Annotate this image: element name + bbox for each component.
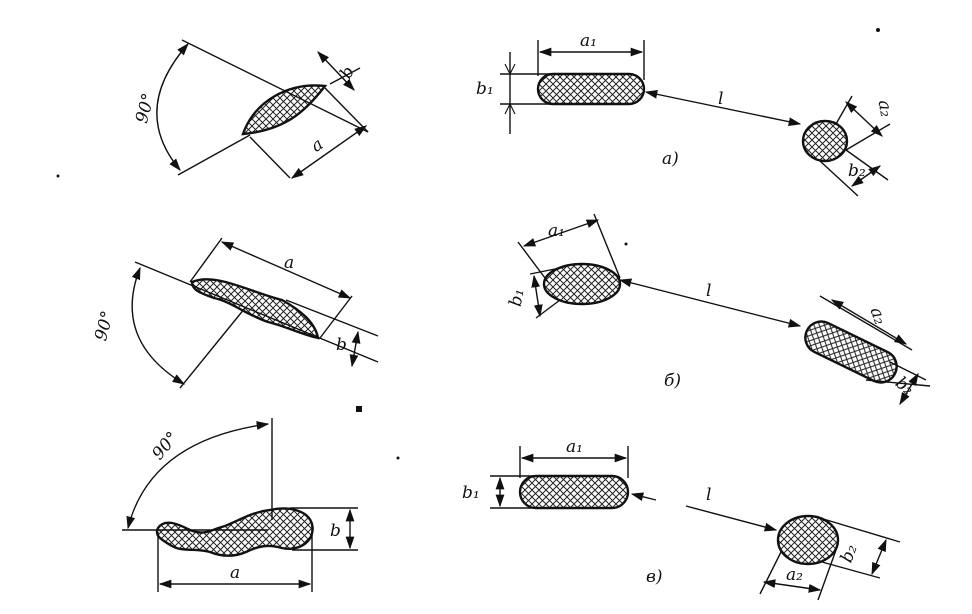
- label-a: a: [284, 253, 294, 273]
- particle-1: [542, 262, 622, 306]
- label-a: a: [307, 134, 327, 156]
- extension-line: [819, 517, 901, 543]
- extension-line: [759, 549, 783, 595]
- angle-arc: [131, 266, 186, 385]
- label-b: b: [336, 335, 347, 355]
- scan-speck: [56, 174, 60, 178]
- label-b1: b₁: [506, 287, 529, 308]
- extension-line: [249, 136, 291, 179]
- extension-line: [179, 307, 246, 389]
- label-l: l: [718, 89, 723, 109]
- dimension-line-b: [317, 51, 355, 91]
- extension-line: [835, 95, 853, 125]
- particle-2: [801, 119, 849, 163]
- particle-2: [804, 320, 898, 384]
- scan-speck: [876, 28, 880, 32]
- extension-line: [319, 295, 353, 339]
- arrowhead: [504, 63, 516, 76]
- scan-speck: [356, 406, 362, 412]
- scan-speck: [396, 456, 400, 460]
- dimension-line-a2: [830, 299, 908, 345]
- label-a: a: [230, 563, 240, 583]
- particle-shape: [155, 507, 314, 557]
- label-a2: a₂: [874, 98, 897, 118]
- figure-right-top: a₁ b₁ l a₂ b₂ а): [476, 31, 897, 197]
- extension-line: [529, 267, 561, 275]
- label-angle: 90°: [132, 91, 159, 125]
- dimension-line-a1: [522, 219, 600, 247]
- distance-line-l-right: [685, 505, 778, 532]
- dimension-line-b: [349, 330, 361, 368]
- dimension-line-a: [290, 125, 368, 179]
- scan-speck: [624, 242, 628, 246]
- label-a2: a₂: [786, 565, 803, 585]
- distance-line-l: [644, 89, 802, 127]
- label-b2: b₂: [848, 161, 866, 181]
- extension-line: [177, 134, 251, 176]
- label-a2: a₂: [865, 305, 890, 328]
- distance-line-l: [618, 278, 802, 328]
- label-a1: a₁: [580, 31, 597, 51]
- particle-2: [776, 514, 840, 566]
- label-b2: b₂: [837, 542, 862, 566]
- figure-left-bottom: 90° b a: [122, 418, 358, 592]
- label-b: b: [330, 521, 341, 541]
- case-label-a: а): [662, 149, 679, 169]
- label-l: l: [706, 485, 711, 505]
- extension-line: [845, 123, 891, 151]
- extension-line: [181, 39, 369, 133]
- label-angle: 90°: [148, 428, 183, 464]
- extension-line: [285, 299, 379, 337]
- dimension-line-b1: [531, 274, 543, 318]
- particle-shape: [241, 84, 328, 136]
- dimension-line-b2: [899, 372, 919, 406]
- particle-1: [518, 474, 630, 510]
- label-b1: b₁: [462, 483, 480, 503]
- figure-left-middle: a b 90°: [91, 237, 379, 389]
- distance-line-l-left: [630, 492, 657, 502]
- extension-line: [324, 87, 369, 133]
- extension-line: [819, 160, 859, 197]
- figure-right-middle: a₁ b₁ l a₂ b₂ б): [506, 213, 931, 406]
- label-b2: b₂: [891, 373, 918, 400]
- extension-line: [517, 241, 549, 283]
- label-l: l: [706, 281, 711, 301]
- dimension-line-a: [220, 241, 352, 299]
- angle-arc: [156, 43, 189, 171]
- particle-1: [536, 72, 646, 106]
- dimension-line-a2: [762, 579, 822, 593]
- extension-line: [889, 361, 927, 381]
- label-a1: a₁: [566, 437, 583, 457]
- label-a1: a₁: [548, 221, 565, 241]
- dimension-line-b2: [871, 538, 887, 576]
- label-b1: b₁: [476, 79, 494, 99]
- case-label-b: б): [664, 371, 681, 391]
- dimension-line-a2: [845, 101, 883, 137]
- arrowhead: [504, 102, 516, 115]
- label-angle: 90°: [91, 309, 118, 343]
- extension-line: [189, 237, 223, 283]
- dimension-line-b2: [850, 165, 882, 187]
- figure-right-bottom: a₁ b₁ l b₂ a₂ в): [462, 437, 901, 601]
- case-label-v: в): [646, 567, 663, 587]
- extension-line: [865, 379, 931, 387]
- extension-line: [821, 561, 881, 579]
- figure-left-top: 90° b a: [132, 39, 369, 179]
- angle-arc: [126, 421, 270, 530]
